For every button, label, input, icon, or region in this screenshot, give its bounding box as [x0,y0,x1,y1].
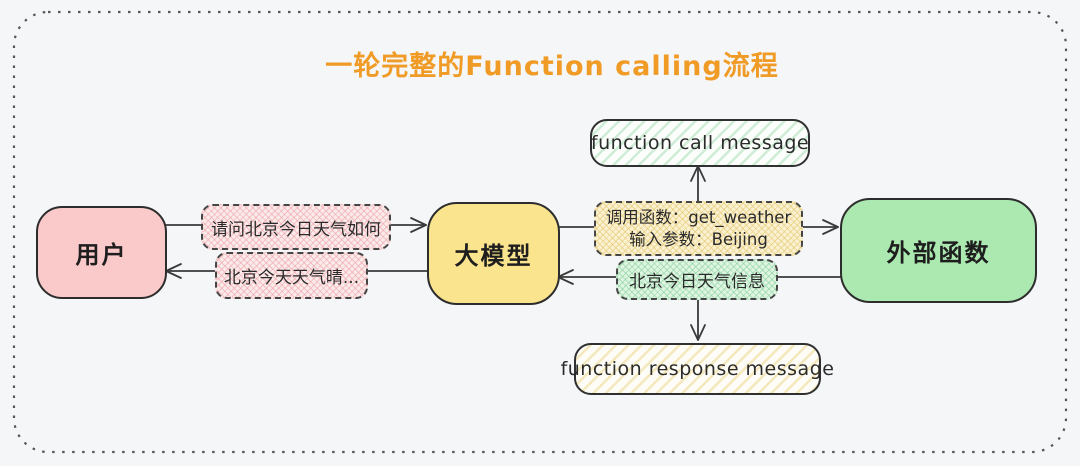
edge-label-function-to-model: 北京今日天气信息 [616,259,778,300]
node-external-function-label: 外部函数 [886,239,991,267]
node-external-function: 外部函数 [840,198,1037,303]
edge-label-model-to-user: 北京今天天气晴... [215,252,368,299]
edge-label-call-function-line1: 调用函数：get_weather [605,207,792,227]
function-call-message-box: function call message [590,119,810,167]
edge-label-model-to-function: 调用函数：get_weather 输入参数：Beijing [594,201,803,256]
function-response-message-box: function response message [561,343,834,395]
node-model: 大模型 [427,202,560,305]
function-call-message-label: function call message [590,132,810,154]
arrow-to-function-call-message [690,165,706,202]
arrow-to-function-response-message [690,295,706,341]
edge-label-function-to-model-text: 北京今日天气信息 [629,272,765,292]
edge-label-user-to-model-text: 请问北京今日天气如何 [211,219,381,240]
edge-label-model-to-user-text: 北京今天天气晴... [223,268,360,288]
edge-label-user-to-model: 请问北京今日天气如何 [201,204,391,250]
outer-dashed-border [12,10,1068,454]
edge-label-call-function-line2: 输入参数：Beijing [629,229,768,249]
node-model-label: 大模型 [454,242,533,270]
diagram-title: 一轮完整的Function calling流程 [325,51,779,82]
function-response-message-label: function response message [560,358,835,380]
node-user: 用户 [36,206,167,299]
node-user-label: 用户 [75,241,128,269]
